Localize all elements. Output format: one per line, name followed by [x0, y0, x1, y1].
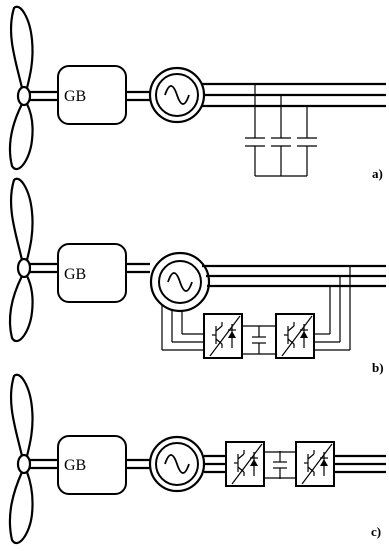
generator-side-converter: [225, 441, 265, 487]
rotor-side-converter: [203, 313, 243, 359]
turbine-blade-icon: [8, 5, 34, 171]
panel-label-b: b): [372, 360, 384, 375]
panel-c: GB c): [8, 373, 386, 545]
gearbox-label: GB: [64, 457, 86, 474]
gearbox: GB: [57, 243, 127, 303]
turbine-blade-icon: [8, 373, 34, 545]
gearbox: GB: [57, 65, 127, 125]
gearbox-label: GB: [64, 266, 86, 283]
grid-lines: [334, 454, 386, 474]
panel-label-c: c): [371, 524, 381, 539]
generator-icon: [148, 66, 206, 124]
grid-side-connection: [314, 266, 351, 351]
generator-icon: [149, 251, 211, 313]
panel-b: GB: [8, 177, 386, 375]
turbine-blade-icon: [8, 177, 34, 343]
generator-icon: [148, 435, 206, 493]
capacitor-bank: [245, 84, 317, 177]
panel-label-a: a): [372, 166, 383, 181]
panel-a: GB a): [8, 5, 386, 181]
grid-side-converter: [275, 313, 315, 359]
dc-link-capacitor: [251, 325, 267, 355]
gearbox: GB: [57, 435, 127, 495]
grid-lines: [202, 82, 386, 108]
rotor-connection: [161, 304, 204, 351]
gearbox-label: GB: [64, 88, 86, 105]
dc-link-capacitor: [272, 450, 288, 480]
grid-lines: [202, 264, 386, 288]
grid-side-converter: [295, 441, 335, 487]
stator-connection: [204, 454, 226, 474]
